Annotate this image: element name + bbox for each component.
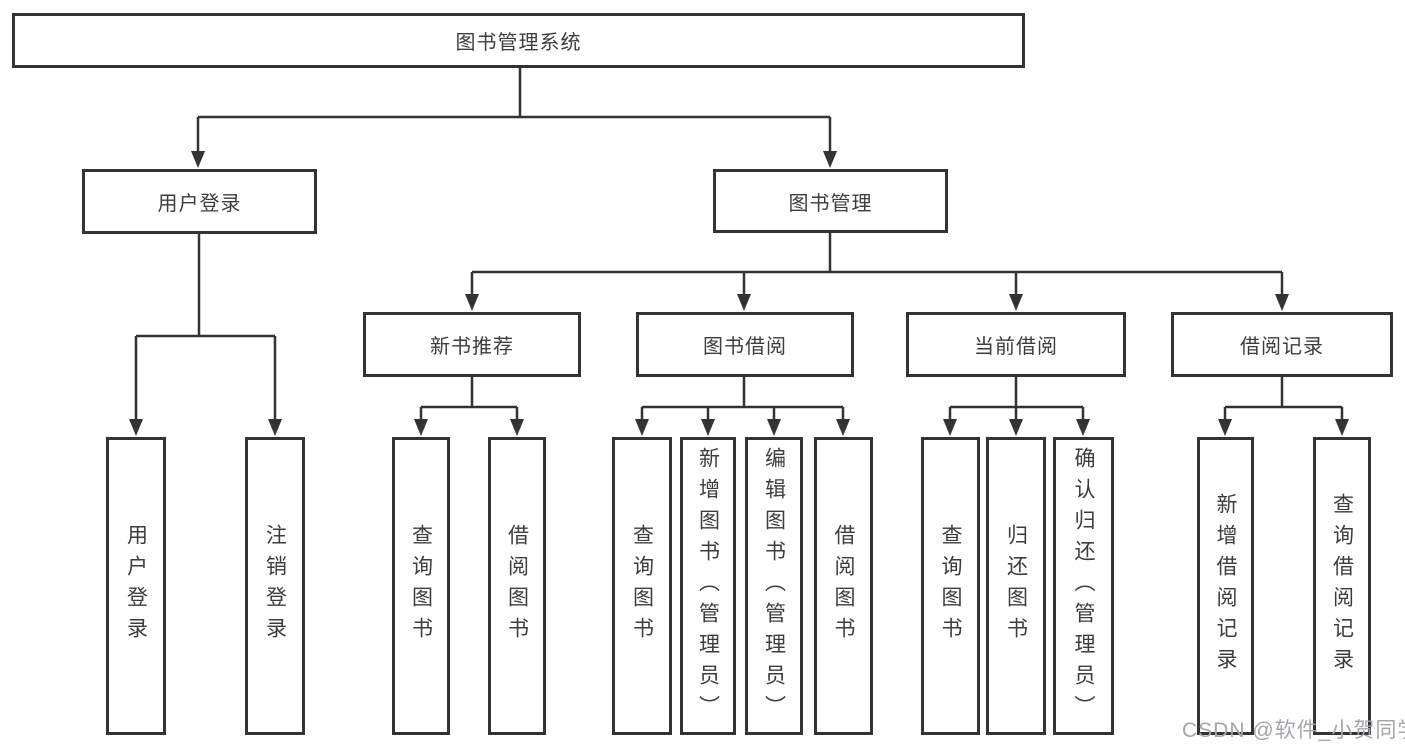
node-borrowing-records: 借阅记录 <box>1171 312 1393 377</box>
connector-root-to-level2 <box>196 68 832 153</box>
node-book-management: 图书管理 <box>713 169 948 233</box>
connector-borrow-record-children <box>1223 377 1344 421</box>
leaf-query-borrow-record: 查询借阅记录 <box>1313 437 1371 735</box>
leaf-query-books-borrowing: 查询图书 <box>612 437 672 735</box>
arrowheads-level3 <box>465 294 1289 311</box>
leaf-return-books: 归还图书 <box>986 437 1046 735</box>
leaf-add-borrow-record: 新增借阅记录 <box>1197 437 1254 735</box>
leaf-confirm-return-admin: 确认归还（管理员） <box>1053 437 1114 735</box>
node-current-borrowing: 当前借阅 <box>906 312 1126 377</box>
connector-book-mgmt-to-level3 <box>470 233 1284 296</box>
leaf-borrow-books-recommend: 借阅图书 <box>488 437 546 735</box>
leaf-edit-book-admin: 编辑图书（管理员） <box>745 437 803 735</box>
node-library-management-system: 图书管理系统 <box>12 13 1025 68</box>
connector-user-login-children <box>134 234 277 421</box>
leaf-query-books-current: 查询图书 <box>921 437 980 735</box>
node-new-book-recommendation: 新书推荐 <box>363 312 581 377</box>
leaf-borrow-books-borrowing: 借阅图书 <box>814 437 873 735</box>
arrowheads-level4 <box>129 419 1349 436</box>
leaf-query-books-recommend: 查询图书 <box>392 437 450 735</box>
leaf-add-book-admin: 新增图书（管理员） <box>680 437 736 735</box>
arrowheads-level2 <box>191 151 837 168</box>
csdn-watermark: CSDN @软件_小贺同学 <box>1182 719 1405 742</box>
leaf-logout: 注销登录 <box>245 437 305 735</box>
connector-book-borrow-children <box>640 377 845 421</box>
node-book-borrowing: 图书借阅 <box>636 312 854 377</box>
leaf-user-login: 用户登录 <box>106 437 166 735</box>
connector-current-borrow-children <box>948 377 1085 421</box>
node-user-login: 用户登录 <box>82 169 317 234</box>
connector-new-book-children <box>419 377 519 421</box>
